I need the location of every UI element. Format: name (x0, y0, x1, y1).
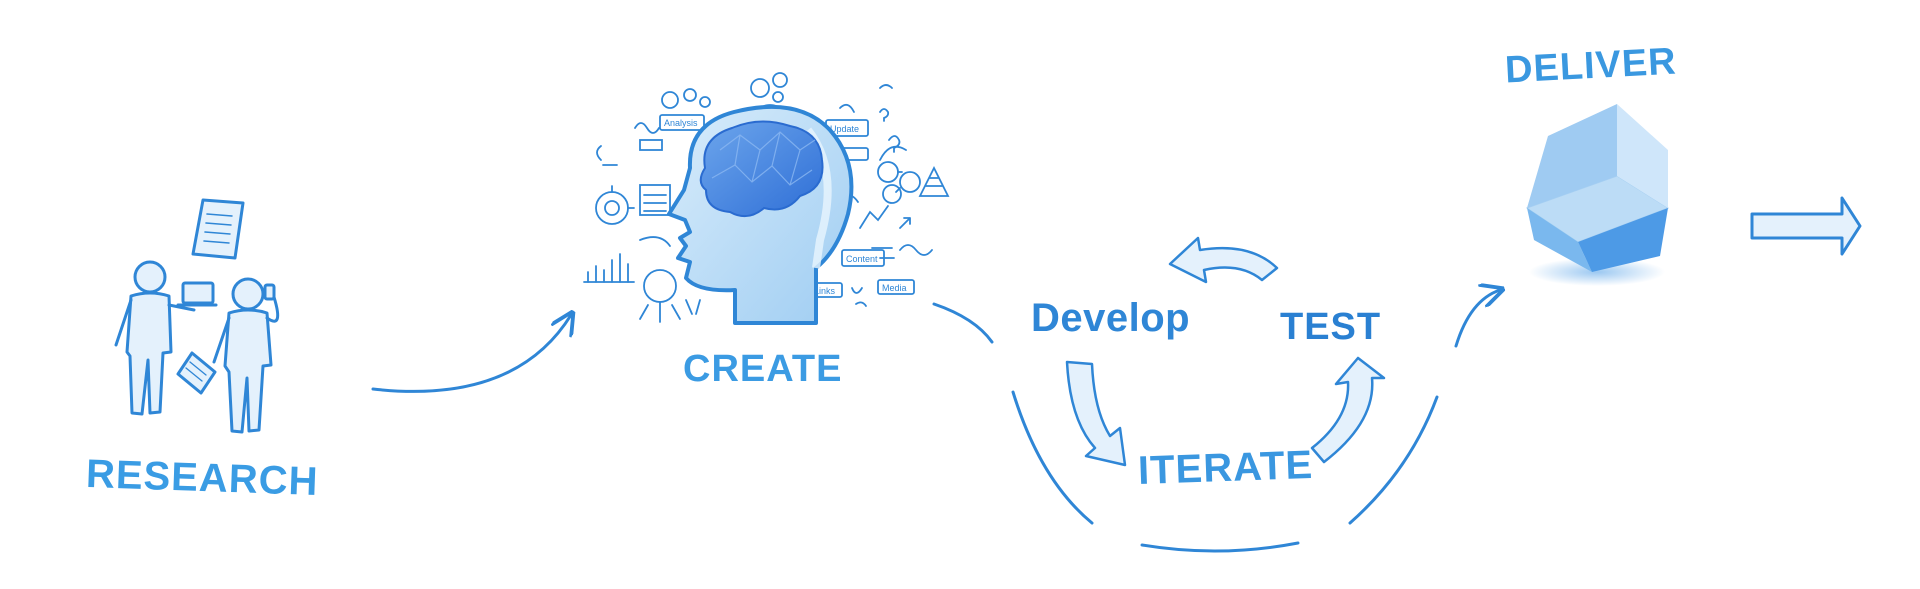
arrow-final-icon (1750, 196, 1862, 256)
create-head-illustration: Analysis Update Content Links Media (583, 72, 950, 325)
media-label: Media (882, 283, 907, 293)
label-create: CREATE (683, 348, 843, 390)
cycle-arrow-left (1065, 360, 1127, 467)
cycle-arrow-right (1310, 356, 1386, 464)
update-label: Update (830, 124, 859, 134)
person-right-icon (212, 277, 280, 434)
research-people-illustration (114, 198, 280, 434)
loop-bottom-curve (1140, 541, 1300, 553)
deliver-cube-icon (1525, 104, 1670, 286)
analysis-tag (659, 114, 705, 131)
loop-left-curve (1011, 390, 1094, 525)
analysis-label: Analysis (664, 118, 698, 128)
laptop-icon (176, 281, 218, 307)
cycle-arrow-top (1168, 236, 1279, 284)
label-deliver: DELIVER (1504, 40, 1678, 92)
cycle-arrows (1065, 236, 1386, 467)
label-iterate: ITERATE (1137, 442, 1314, 494)
arrow-loop-to-deliver (1454, 290, 1500, 348)
arrow-create-to-develop (932, 302, 994, 344)
loop-right-curve (1348, 395, 1439, 525)
doodles (583, 72, 950, 323)
content-tag (841, 249, 885, 267)
paper-icon (176, 351, 217, 395)
arrow-research-to-create (371, 315, 571, 393)
label-test: TEST (1280, 306, 1382, 348)
document-icon (191, 198, 245, 260)
links-label: Links (814, 286, 836, 296)
person-left-icon (114, 260, 196, 416)
content-label: Content (846, 254, 878, 264)
brain-icon (699, 120, 824, 218)
label-research: RESEARCH (85, 451, 320, 505)
media-tag (877, 279, 915, 295)
label-develop: Develop (1031, 296, 1191, 340)
